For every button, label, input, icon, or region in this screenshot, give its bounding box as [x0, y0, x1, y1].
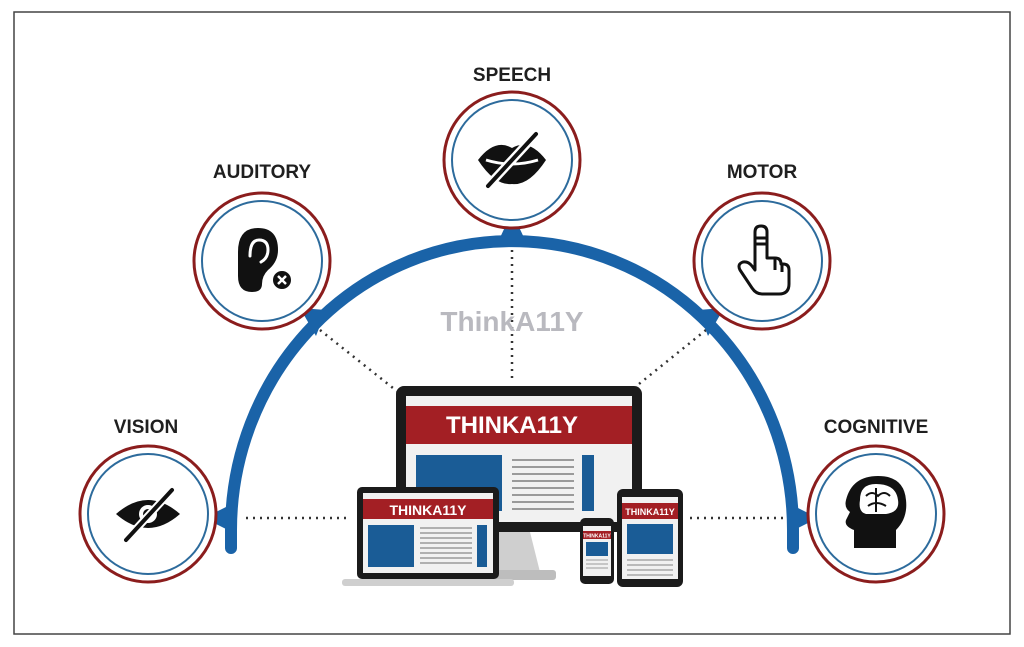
- pointing-hand-icon: [737, 224, 791, 296]
- tablet-banner: [622, 503, 678, 519]
- laptop-title: THINKA11Y: [389, 502, 467, 518]
- tablet-text-lines: [627, 559, 673, 576]
- tablet-title: THINKA11Y: [625, 507, 675, 517]
- laptop-sidebar-block: [477, 525, 487, 567]
- dotted-connectors: [246, 250, 788, 520]
- connector-auditory: [319, 329, 399, 393]
- node-motor: MOTOR: [692, 162, 832, 331]
- laptop-keyboard-base: [342, 579, 514, 586]
- monitor-banner: [406, 406, 632, 444]
- node-cognitive: COGNITIVE: [806, 417, 946, 584]
- laptop-banner: [363, 499, 493, 519]
- center-label: ThinkA11Y: [440, 306, 583, 337]
- phone-text-lines: [586, 559, 608, 569]
- phone-title: THINKA11Y: [583, 534, 611, 540]
- monitor-sidebar-block: [582, 455, 594, 511]
- label-speech: SPEECH: [473, 65, 551, 86]
- laptop-image-block: [368, 525, 414, 567]
- label-auditory: AUDITORY: [213, 162, 312, 183]
- laptop-text-lines: [420, 527, 472, 564]
- tablet-image-block: [627, 524, 673, 554]
- tablet-device: THINKA11Y: [617, 489, 683, 587]
- label-cognitive: COGNITIVE: [824, 417, 929, 438]
- head-brain-icon: [845, 476, 907, 548]
- connector-motor: [633, 329, 707, 389]
- phone-device: THINKA11Y: [580, 518, 614, 584]
- arrowhead-motor: [698, 308, 724, 336]
- phone-image-block: [586, 542, 608, 556]
- arrowhead-auditory: [300, 308, 326, 336]
- node-speech: SPEECH: [442, 65, 582, 230]
- arrowhead-cognitive: [790, 504, 818, 532]
- eye-slash-icon: [116, 486, 180, 544]
- monitor-title: THINKA11Y: [446, 412, 578, 439]
- lips-slash-icon: [478, 129, 546, 191]
- ear-x-icon: [238, 228, 293, 292]
- arrowhead-vision: [204, 504, 232, 532]
- node-auditory: AUDITORY: [192, 162, 332, 331]
- phone-banner: [583, 531, 611, 539]
- node-vision: VISION: [78, 417, 218, 584]
- label-motor: MOTOR: [727, 162, 798, 183]
- monitor-text-lines: [512, 459, 574, 510]
- label-vision: VISION: [114, 417, 178, 438]
- laptop-device: THINKA11Y: [342, 487, 514, 586]
